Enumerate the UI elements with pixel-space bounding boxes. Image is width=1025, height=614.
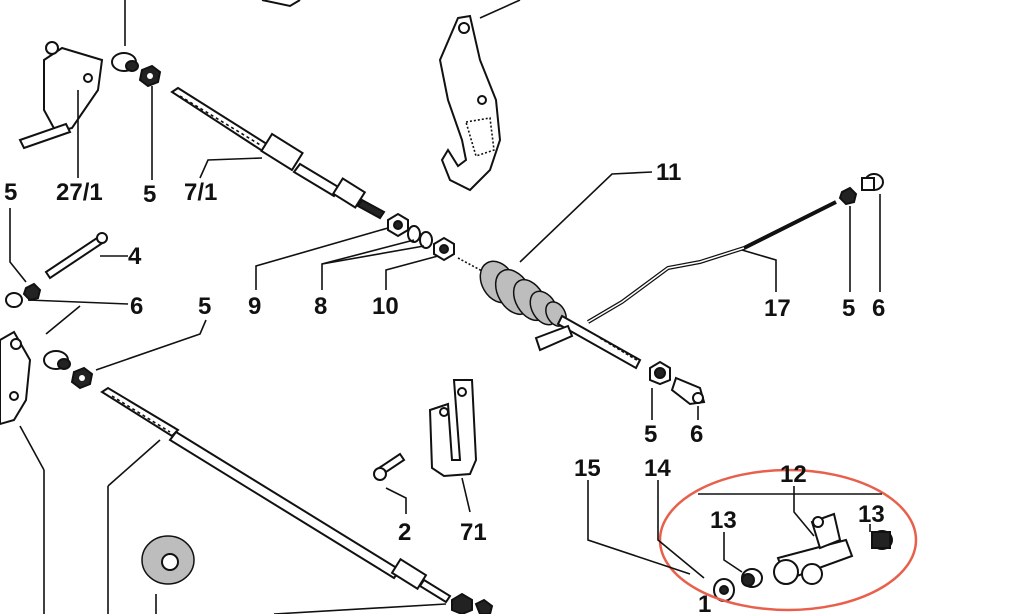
bushing-lower <box>43 350 71 370</box>
label-5-top-left: 5 <box>4 179 17 206</box>
label-2: 2 <box>398 519 411 546</box>
label-27-1: 27/1 <box>56 179 103 206</box>
label-9: 9 <box>248 293 261 320</box>
label-17: 17 <box>764 295 791 322</box>
label-12: 12 <box>780 461 807 488</box>
nut-upper <box>138 64 162 88</box>
washer-1 <box>713 578 735 602</box>
nut-5-right-top <box>838 186 858 206</box>
nut-5-left <box>22 282 42 302</box>
washer-8a <box>407 225 421 243</box>
label-5-top: 5 <box>143 181 156 208</box>
bracket-lever-lower-left <box>0 330 45 614</box>
highlight-circle <box>658 468 918 612</box>
washer-8b <box>419 231 433 249</box>
bushing-6-right-mid <box>670 376 706 406</box>
label-6-left: 6 <box>130 293 143 320</box>
nut-10 <box>433 236 455 262</box>
label-4: 4 <box>128 243 142 270</box>
bushing-6-left <box>5 292 23 308</box>
leader-lines <box>9 86 882 579</box>
label-5-right: 5 <box>842 295 855 322</box>
nut-lower <box>70 366 94 390</box>
bushing-13-right <box>871 530 893 550</box>
screw-2 <box>373 452 407 514</box>
label-8: 8 <box>314 293 327 320</box>
label-13-right: 13 <box>858 501 885 528</box>
lever-hook-upper <box>261 0 521 192</box>
label-14: 14 <box>644 455 671 482</box>
label-5-mid: 5 <box>198 293 211 320</box>
label-6-right-mid: 6 <box>690 421 703 448</box>
label-6-right: 6 <box>872 295 885 322</box>
label-11: 11 <box>656 159 681 186</box>
bracket-lever-upper-left <box>18 0 126 150</box>
cable-7-1 <box>170 86 386 220</box>
label-1: 1 <box>698 591 711 614</box>
label-13-left: 13 <box>710 507 737 534</box>
label-10: 10 <box>372 293 399 320</box>
nut-5-right-mid <box>649 360 671 386</box>
pin-4 <box>44 232 108 280</box>
clip-71 <box>428 379 478 513</box>
label-15: 15 <box>574 455 601 482</box>
label-71: 71 <box>460 519 487 546</box>
grommet-round <box>141 535 195 614</box>
label-7-1: 7/1 <box>184 179 217 206</box>
nut-bottom <box>273 592 494 614</box>
label-5-right-mid: 5 <box>644 421 657 448</box>
bushing-upper <box>111 52 139 72</box>
bushing-6-right-top <box>861 173 884 191</box>
shaft-lever-12 <box>773 512 854 585</box>
rubber-boot-11 <box>457 257 642 370</box>
nut-9 <box>387 212 409 238</box>
bushing-13-left <box>741 568 763 588</box>
cable-lower-long <box>100 386 452 614</box>
cable-17 <box>586 200 837 324</box>
